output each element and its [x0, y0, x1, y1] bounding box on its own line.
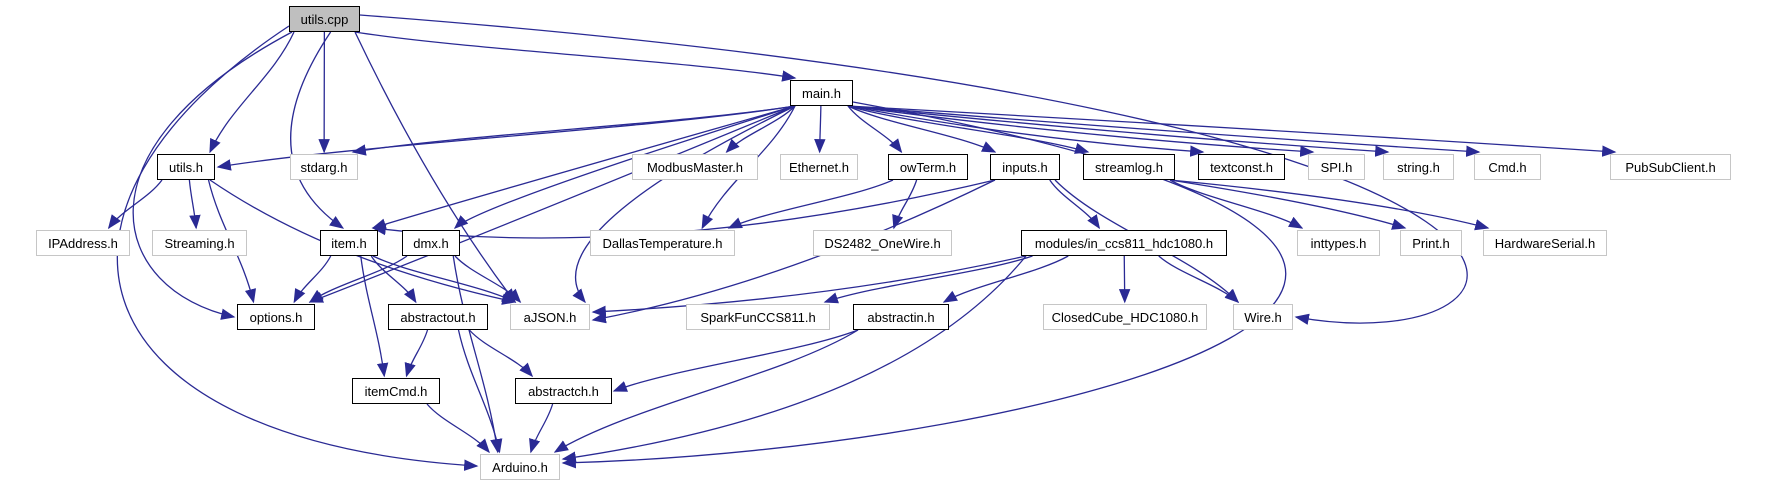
- edge-item-h-to-itemcmd-h: [360, 255, 389, 378]
- edge-itemcmd-h-to-arduino-h: [426, 403, 490, 454]
- edge-main-h-to-options-h: [308, 105, 796, 303]
- node-inttypes-h: inttypes.h: [1297, 230, 1380, 256]
- edge-dmx-h-to-ajson-h: [454, 255, 522, 304]
- edge-utils-h-to-ipaddress-h: [107, 179, 163, 230]
- edge-utils-h-to-streaming-h: [188, 179, 201, 230]
- node-textconst-h[interactable]: textconst.h: [1198, 154, 1285, 180]
- edge-main-h-to-inputs-h: [847, 105, 997, 153]
- node-main-h[interactable]: main.h: [790, 80, 853, 106]
- edge-abstractin-h-to-arduino-h: [553, 329, 859, 453]
- node-ajson-h: aJSON.h: [510, 304, 590, 330]
- edge-main-h-to-ethernet-h: [814, 105, 826, 154]
- edge-main-h-to-streamlog-h: [847, 105, 1090, 154]
- edge-utils-cpp-to-utils-h: [209, 31, 295, 154]
- node-wire-h: Wire.h: [1233, 304, 1293, 330]
- edge-dmx-h-to-arduino-h: [452, 255, 502, 454]
- edge-main-h-to-spi-h: [847, 105, 1315, 157]
- node-ipaddress-h: IPAddress.h: [36, 230, 130, 256]
- node-closedcube-hdc1080-h: ClosedCube_HDC1080.h: [1043, 304, 1207, 330]
- edge-utils-cpp-to-item-h: [290, 31, 345, 229]
- edge-main-h-to-string-h: [847, 105, 1390, 157]
- edge-main-h-to-ajson-h: [572, 105, 796, 304]
- edge-modules-in-ccs811-hdc1080-h-to-sparkfunccs811-h: [823, 255, 1033, 304]
- node-abstractch-h[interactable]: abstractch.h: [515, 378, 612, 404]
- edge-streamlog-h-to-inttypes-h: [1169, 179, 1304, 229]
- node-print-h: Print.h: [1400, 230, 1462, 256]
- edge-utils-cpp-to-options-h: [132, 31, 293, 320]
- edge-abstractin-h-to-abstractch-h: [612, 329, 859, 392]
- node-string-h: string.h: [1383, 154, 1454, 180]
- node-sparkfunccs811-h: SparkFunCCS811.h: [686, 304, 830, 330]
- edge-main-h-to-owterm-h: [847, 105, 903, 154]
- edge-modules-in-ccs811-hdc1080-h-to-arduino-h: [561, 255, 1027, 463]
- edge-streamlog-h-to-print-h: [1169, 179, 1407, 230]
- edge-utils-cpp-to-arduino-h: [116, 25, 479, 471]
- edge-main-h-to-cmd-h: [847, 105, 1481, 157]
- node-ds2482-onewire-h: DS2482_OneWire.h: [813, 230, 952, 256]
- node-pubsubclient-h: PubSubClient.h: [1610, 154, 1731, 180]
- node-modules-in-ccs811-hdc1080-h[interactable]: modules/in_ccs811_hdc1080.h: [1021, 230, 1227, 256]
- edge-item-h-to-ajson-h: [372, 255, 517, 303]
- node-owterm-h[interactable]: owTerm.h: [888, 154, 968, 180]
- node-ethernet-h: Ethernet.h: [780, 154, 858, 180]
- edge-owterm-h-to-dallastemperature-h: [727, 179, 894, 229]
- node-itemcmd-h[interactable]: itemCmd.h: [352, 378, 440, 404]
- edge-utils-cpp-to-ajson-h: [354, 31, 516, 304]
- node-item-h[interactable]: item.h: [320, 230, 378, 256]
- edge-dmx-h-to-options-h: [308, 255, 408, 303]
- edge-abstractout-h-to-arduino-h: [457, 329, 503, 454]
- node-dallastemperature-h: DallasTemperature.h: [590, 230, 735, 256]
- edge-main-h-to-item-h: [371, 105, 796, 230]
- edge-modules-in-ccs811-hdc1080-h-to-wire-h: [1158, 255, 1240, 303]
- node-options-h[interactable]: options.h: [237, 304, 315, 330]
- node-streaming-h: Streaming.h: [152, 230, 247, 256]
- edge-inputs-h-to-modules-in-ccs811-hdc1080-h: [1049, 179, 1101, 230]
- node-utils-cpp: utils.cpp: [289, 6, 360, 32]
- edge-main-h-to-pubsubclient-h: [847, 105, 1617, 157]
- node-spi-h: SPI.h: [1308, 154, 1365, 180]
- node-streamlog-h[interactable]: streamlog.h: [1083, 154, 1175, 180]
- node-hardwareserial-h: HardwareSerial.h: [1483, 230, 1607, 256]
- node-inputs-h[interactable]: inputs.h: [990, 154, 1060, 180]
- edge-main-h-to-dmx-h: [453, 105, 796, 229]
- edge-owterm-h-to-ds2482-onewire-h: [892, 179, 918, 230]
- node-utils-h[interactable]: utils.h: [157, 154, 215, 180]
- node-stdarg-h: stdarg.h: [290, 154, 358, 180]
- node-abstractout-h[interactable]: abstractout.h: [388, 304, 488, 330]
- node-modbusmaster-h: ModbusMaster.h: [632, 154, 758, 180]
- node-arduino-h: Arduino.h: [480, 454, 560, 480]
- edge-streamlog-h-to-hardwareserial-h: [1169, 179, 1490, 231]
- edge-modules-in-ccs811-hdc1080-h-to-closedcube-hdc1080-h: [1118, 255, 1131, 304]
- edge-main-h-to-textconst-h: [847, 105, 1205, 157]
- edge-main-h-to-stdarg-h: [351, 105, 796, 156]
- edge-modules-in-ccs811-hdc1080-h-to-ajson-h: [591, 255, 1027, 318]
- node-abstractin-h[interactable]: abstractin.h: [853, 304, 949, 330]
- edge-item-h-to-abstractout-h: [370, 255, 417, 304]
- edge-abstractout-h-to-itemcmd-h: [404, 329, 429, 378]
- edge-abstractout-h-to-abstractch-h: [468, 329, 534, 378]
- edge-utils-cpp-to-main-h: [354, 31, 797, 82]
- edge-item-h-to-options-h: [293, 255, 332, 304]
- edge-main-h-to-modbusmaster-h: [725, 105, 796, 154]
- node-dmx-h[interactable]: dmx.h: [402, 230, 460, 256]
- edge-abstractch-h-to-arduino-h: [529, 403, 554, 454]
- edge-utils-cpp-to-wire-h: [359, 14, 1468, 325]
- node-cmd-h: Cmd.h: [1474, 154, 1541, 180]
